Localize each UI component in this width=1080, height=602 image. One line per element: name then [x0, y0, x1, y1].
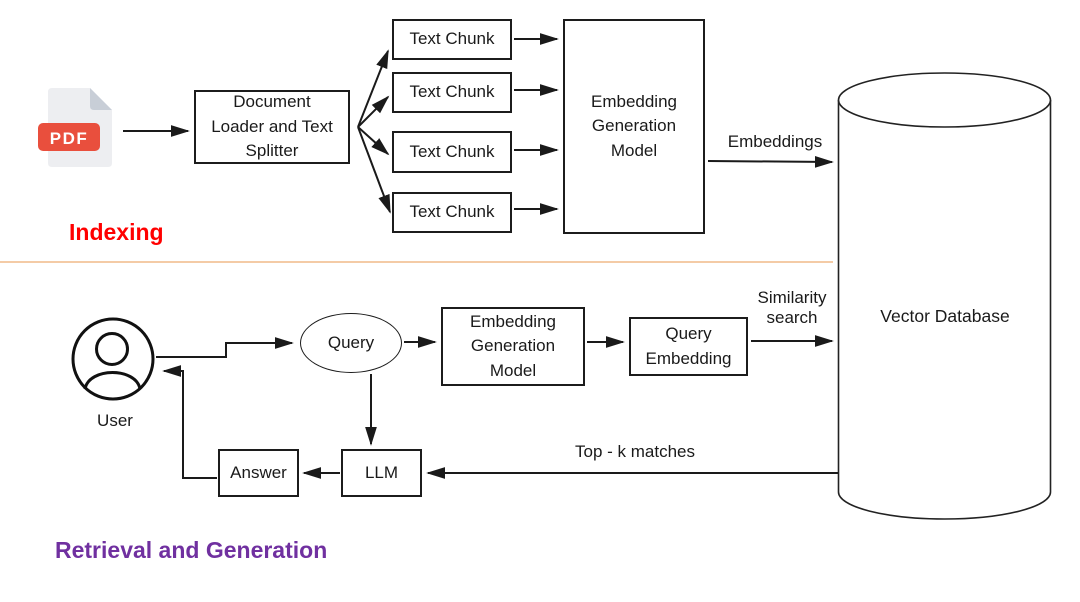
- user-label: User: [97, 411, 133, 430]
- arrow-answer-to-user: [162, 365, 217, 479]
- user-icon: [71, 317, 155, 401]
- retrieval-section-title: Retrieval and Generation: [55, 537, 328, 563]
- embeddings-edge-label: Embeddings: [727, 132, 823, 151]
- arrow-loader-to-chunk3: [357, 126, 390, 156]
- vector-database-label: Vector Database: [880, 306, 1010, 326]
- pdf-badge: [38, 123, 100, 151]
- arrow-loader-to-chunk1: [357, 49, 389, 128]
- query-embedding-box: Query Embedding: [629, 317, 748, 376]
- arrow-user-to-query: [156, 337, 294, 358]
- indexing-section-title: Indexing: [69, 219, 164, 245]
- document-loader-box: Document Loader and Text Splitter: [194, 90, 350, 164]
- arrow-loader-to-chunk2: [357, 95, 390, 128]
- embedding-generation-model-box-indexing: Embedding Generation Model: [563, 19, 705, 234]
- answer-box: Answer: [218, 449, 299, 497]
- vector-database-cylinder: [837, 72, 1052, 520]
- similarity-search-edge-label: Similarity search: [757, 288, 827, 328]
- llm-box: LLM: [341, 449, 422, 497]
- text-chunk-box-2: Text Chunk: [392, 72, 512, 113]
- text-chunk-box-1: Text Chunk: [392, 19, 512, 60]
- arrow-loader-to-chunk4: [357, 126, 391, 214]
- arrow-embeddings-to-vectordb: [707, 155, 834, 168]
- pdf-badge-label: PDF: [50, 129, 89, 148]
- text-chunk-box-3: Text Chunk: [392, 131, 512, 173]
- top-k-matches-edge-label: Top - k matches: [575, 442, 695, 461]
- pdf-file-icon: PDF: [38, 88, 112, 167]
- embedding-generation-model-box-retrieval: Embedding Generation Model: [441, 307, 585, 386]
- text-chunk-box-4: Text Chunk: [392, 192, 512, 233]
- pdf-fold: [90, 88, 112, 110]
- section-divider: [0, 261, 833, 263]
- query-ellipse: Query: [300, 313, 402, 373]
